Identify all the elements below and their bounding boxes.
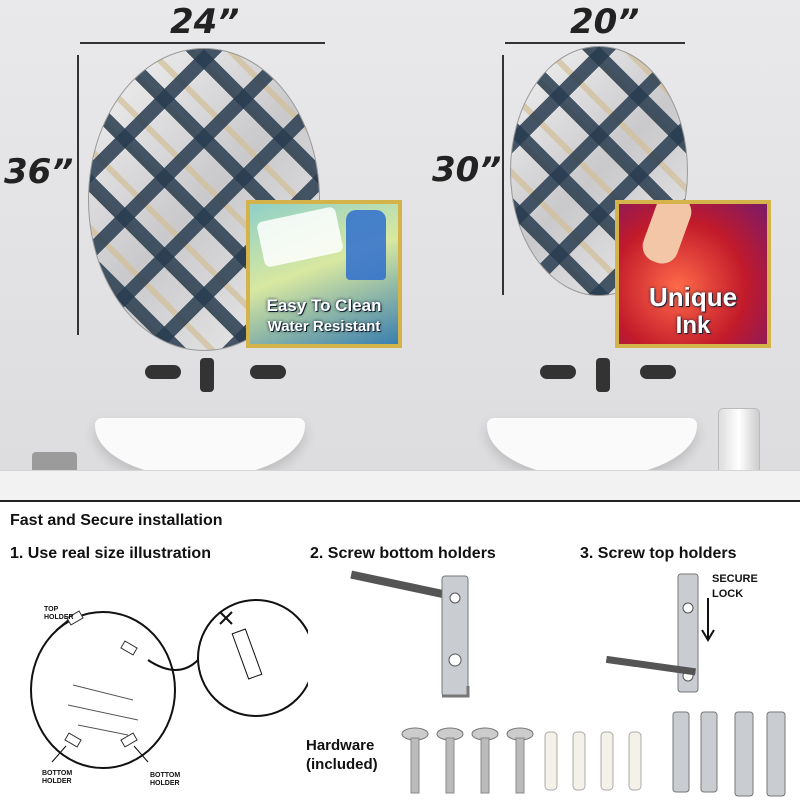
right-width-label: 20” (570, 2, 640, 42)
right-faucet-spout (596, 358, 610, 392)
step3-illustration (605, 573, 715, 693)
finger-shape (638, 204, 696, 269)
bottom-holder-left-label: BOTTOM HOLDER (42, 770, 73, 785)
right-faucet-handle-r (640, 365, 676, 379)
screw-icon (436, 727, 464, 794)
bracket-icon (700, 711, 718, 793)
screw-icon (471, 727, 499, 794)
left-faucet-spout (200, 358, 214, 392)
wall-anchor-icon (544, 731, 558, 791)
left-sink (95, 418, 305, 478)
bracket-icon (766, 711, 786, 797)
soap-dish (32, 452, 77, 474)
badge-right-line1: Unique (648, 282, 738, 312)
wall-anchor-icon (628, 731, 642, 791)
wall-anchor-icon (572, 731, 586, 791)
soap-dispenser (718, 408, 760, 478)
product-photo: 24” 36” Easy To Clean Water Resistant 20… (0, 0, 800, 500)
step2-illustration (350, 570, 470, 698)
vanity-counter (0, 470, 800, 500)
bracket-icon (672, 711, 690, 793)
step3-title: 3. Screw top holders (580, 545, 737, 562)
cloth-shape (256, 206, 344, 268)
installation-heading: Fast and Secure installation (10, 512, 223, 529)
badge-right-line2: Ink (675, 312, 711, 339)
badge-unique-ink: Unique Ink (615, 200, 771, 348)
right-height-label: 30” (432, 150, 502, 190)
pencil-icon (219, 611, 263, 680)
holder-top-right (120, 640, 138, 656)
right-sink (487, 418, 697, 478)
bottom-holder-right-label: BOTTOM HOLDER (150, 772, 181, 787)
secure-lock-label: SECURE LOCK (712, 573, 758, 601)
badge-left-line1: Easy To Clean (266, 296, 382, 315)
screwdriver-icon (605, 655, 696, 676)
bracket-icon (441, 575, 470, 698)
left-width-label: 24” (170, 2, 240, 42)
left-faucet-handle-l (145, 365, 181, 379)
right-height-line (502, 55, 504, 295)
holder-bottom-right (120, 732, 138, 748)
divider-line (0, 500, 800, 502)
hardware-items (401, 711, 786, 797)
mirror-outline (30, 611, 176, 769)
spray-bottle (346, 210, 386, 280)
left-width-line (80, 42, 325, 44)
step2-title: 2. Screw bottom holders (310, 545, 496, 562)
hardware-label: Hardware (included) (306, 737, 378, 773)
badge-easy-clean: Easy To Clean Water Resistant (246, 200, 402, 348)
bracket-icon (734, 711, 754, 797)
screw-icon (401, 727, 429, 794)
badge-left-line2: Water Resistant (267, 318, 381, 335)
right-width-line (505, 42, 685, 44)
top-holder-label: TOP HOLDER (44, 606, 74, 621)
step1-title: 1. Use real size illustration (10, 545, 211, 562)
holder-bottom-left (64, 732, 82, 748)
step1-illustration (30, 599, 308, 769)
left-faucet-handle-r (250, 365, 286, 379)
wall-anchor-icon (600, 731, 614, 791)
screwdriver-icon (350, 570, 460, 602)
screw-icon (506, 727, 534, 794)
holder-top-left (66, 610, 84, 626)
left-height-label: 36” (4, 152, 74, 192)
left-height-line (77, 55, 79, 335)
right-faucet-handle-l (540, 365, 576, 379)
